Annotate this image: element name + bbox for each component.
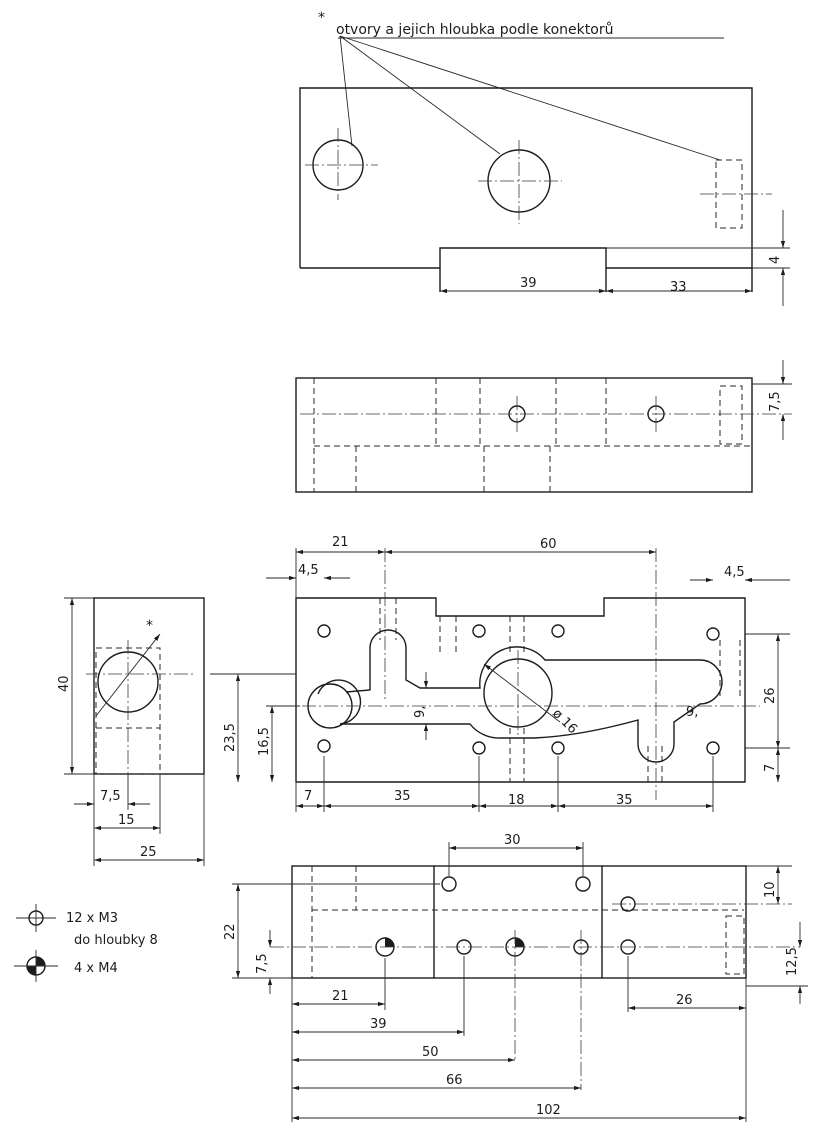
dim-12-5: 12,5 xyxy=(785,947,800,976)
dim-26: 26 xyxy=(763,687,778,704)
note-star: * xyxy=(318,10,325,26)
legend-m3-qty: 12 x M3 xyxy=(66,911,118,926)
dim-9-left: 9, xyxy=(413,706,428,718)
dim-side-15: 15 xyxy=(118,813,135,828)
dim-4-5-left: 4,5 xyxy=(298,563,319,578)
dim-bottom-26: 26 xyxy=(676,993,693,1008)
side-star: * xyxy=(146,618,153,634)
dim-30: 30 xyxy=(504,833,521,848)
view-side: * 40 7,5 15 25 xyxy=(57,597,205,866)
connector-note: * otvory a jejich hloubka podle konektor… xyxy=(318,10,724,161)
leader-lines xyxy=(339,35,721,161)
dim-35-right: 35 xyxy=(616,793,633,808)
dim-60: 60 xyxy=(540,537,557,552)
view-main-elevation: 21 60 4,5 4,5 26 7 9, 9, ø 16 23,5 16,5 xyxy=(210,535,790,812)
dim-16-5: 16,5 xyxy=(257,727,272,756)
dim-bottom-50: 50 xyxy=(422,1045,439,1060)
m3-holes xyxy=(317,624,720,755)
dim-23-5: 23,5 xyxy=(223,723,238,752)
dim-bottom-7-5: 7,5 xyxy=(255,953,270,974)
dim-7-bottom: 7 xyxy=(304,789,312,804)
dim-18: 18 xyxy=(508,793,525,808)
dim-bottom-66: 66 xyxy=(446,1073,463,1088)
dim-21: 21 xyxy=(332,535,349,550)
legend: 12 x M3 do hloubky 8 4 x M4 xyxy=(14,904,158,982)
note-text: otvory a jejich hloubka podle konektorů xyxy=(336,22,613,38)
view-bottom-plan: 30 22 7,5 10 12,5 21 26 39 50 66 102 xyxy=(223,833,808,1122)
dim-7-5: 7,5 xyxy=(768,391,783,412)
dim-7-right: 7 xyxy=(763,764,778,772)
legend-m4-symbol xyxy=(14,950,58,982)
hidden-pocket xyxy=(715,159,743,229)
dim-10: 10 xyxy=(763,881,778,898)
dim-40: 40 xyxy=(57,675,72,692)
dim-bottom-102: 102 xyxy=(536,1103,561,1118)
dim-diameter-16: ø 16 xyxy=(549,706,580,737)
dim-side-7-5: 7,5 xyxy=(100,789,121,804)
dim-bottom-21: 21 xyxy=(332,989,349,1004)
dim-4: 4 xyxy=(768,256,783,264)
dim-35-left: 35 xyxy=(394,789,411,804)
dim-bottom-39: 39 xyxy=(370,1017,387,1032)
dim-39: 39 xyxy=(520,276,537,291)
dim-9-right: 9, xyxy=(686,705,698,720)
dim-33: 33 xyxy=(670,280,687,295)
view-top-elevation: 39 33 4 xyxy=(299,87,790,306)
dim-4-5-right: 4,5 xyxy=(724,565,745,580)
dim-side-25: 25 xyxy=(140,845,157,860)
hidden-threads xyxy=(379,598,741,782)
legend-m3-depth: do hloubky 8 xyxy=(74,933,158,948)
legend-m3-symbol xyxy=(16,904,56,932)
view-top-plan: 7,5 xyxy=(295,360,792,493)
legend-m4-qty: 4 x M4 xyxy=(74,961,118,976)
dim-22: 22 xyxy=(223,923,238,940)
